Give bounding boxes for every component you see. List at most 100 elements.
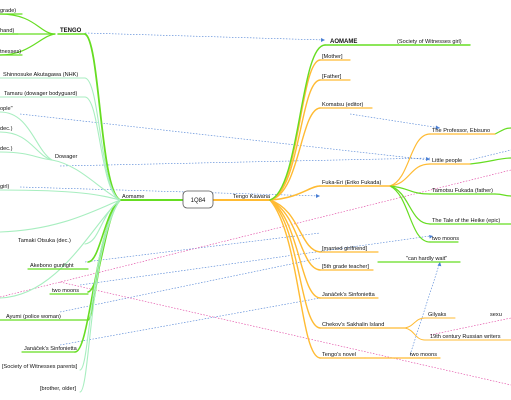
aomame-branch-light bbox=[0, 77, 121, 393]
node-fukaeri[interactable]: Fuka-Eri (Eriko Fukada) bbox=[322, 180, 382, 186]
link-littlepeople-right bbox=[469, 149, 511, 161]
link-akebono-married bbox=[84, 232, 321, 263]
node-hand[interactable]: hand) bbox=[0, 28, 14, 34]
aomame-underlines bbox=[0, 13, 89, 353]
edge-tengo-fukaeri bbox=[269, 185, 321, 201]
node-mother[interactable]: [Mother] bbox=[322, 54, 343, 60]
node-janacek-r[interactable]: Janáček's Sinfonietta bbox=[322, 292, 376, 298]
node-akebono[interactable]: Akebono gunfight bbox=[30, 263, 74, 269]
branch-aomame-label[interactable]: Aomame bbox=[122, 194, 144, 200]
edge-aomame-left2 bbox=[0, 199, 121, 299]
link-twomoons-twomoons bbox=[79, 235, 431, 286]
node-society-parents[interactable]: [Society of Witnesses parents] bbox=[2, 364, 78, 370]
edge-ebisuno-right bbox=[494, 127, 511, 135]
edge-aomame-left1 bbox=[0, 199, 121, 233]
edge-fukaeri-heike bbox=[389, 185, 431, 225]
node-tamaru[interactable]: Tamaru (dowager bodyguard) bbox=[4, 91, 78, 97]
tengo-branch-green bbox=[389, 127, 511, 243]
edge-tengo-chekov bbox=[269, 199, 321, 329]
edge-fukaeri-littlepeople bbox=[389, 163, 431, 187]
link-pink-3 bbox=[429, 317, 511, 336]
edge-aomame-dowager bbox=[51, 159, 121, 201]
edge-tengo-janacek bbox=[269, 199, 321, 299]
link-ayumi-teacher bbox=[59, 257, 321, 313]
node-russian[interactable]: 19th century Russian writers bbox=[430, 334, 501, 340]
node-chekov[interactable]: Chekov's Sakhalin Island bbox=[322, 322, 384, 328]
arrowheads bbox=[316, 38, 442, 267]
node-janacek[interactable]: Janáček's Sinfonietta bbox=[24, 346, 78, 352]
edge-dowager-dec1 bbox=[0, 131, 53, 161]
edge-tengo-married bbox=[269, 199, 321, 253]
node-little-people[interactable]: Little people bbox=[432, 158, 462, 164]
link-girl-fukaeri bbox=[19, 186, 321, 197]
node-akutagawa[interactable]: Shinnosuke Akutagawa (NHK) bbox=[3, 72, 78, 78]
arrowhead-ebisuno bbox=[435, 125, 440, 130]
node-tengo[interactable]: TENGO bbox=[60, 28, 82, 34]
right-node-labels: AOMAME (Society of Witnesses girl) [Moth… bbox=[322, 39, 502, 358]
edge-tengo-mother bbox=[269, 59, 321, 201]
link-pink-2 bbox=[59, 281, 511, 386]
edge-aomame-brother bbox=[79, 199, 121, 393]
edge-fukaeri-ebisuno bbox=[389, 133, 431, 187]
link-cantwait-novel bbox=[409, 261, 441, 356]
node-ebisuno[interactable]: The Professor, Ebisuno bbox=[432, 128, 490, 134]
node-aomame[interactable]: AOMAME bbox=[330, 39, 357, 45]
edge-dowager-people bbox=[0, 111, 53, 161]
node-teacher[interactable]: [5th grade teacher] bbox=[322, 264, 369, 270]
edge-tengo-teacher bbox=[269, 199, 321, 271]
edge-tamotsu-right bbox=[494, 193, 511, 197]
node-brother[interactable]: [brother, older] bbox=[40, 386, 77, 392]
edge-aomame-twomoons bbox=[87, 199, 121, 293]
center-node-box[interactable] bbox=[182, 190, 214, 209]
node-cant-wait[interactable]: "can hardly wait" bbox=[406, 256, 447, 262]
link-dowager-littlepeople bbox=[59, 157, 431, 167]
node-father[interactable]: [Father] bbox=[322, 74, 342, 80]
edge-tengo-komatsu bbox=[269, 107, 321, 201]
node-married[interactable]: [married girlfriend] bbox=[322, 246, 368, 252]
edge-aomame-girl bbox=[0, 189, 121, 201]
node-tamotsu[interactable]: Tamotsu Fukada (father) bbox=[432, 188, 493, 194]
node-gilyaks[interactable]: Gilyaks bbox=[428, 312, 447, 318]
arrowhead-littlepeople bbox=[426, 157, 430, 161]
node-sexu[interactable]: sexu bbox=[490, 312, 502, 318]
arrowhead-fukaeri bbox=[316, 194, 320, 198]
node-two-moons-r[interactable]: two moons bbox=[432, 236, 459, 242]
edge-chekov-russian bbox=[404, 327, 426, 341]
node-komatsu[interactable]: Komatsu (editor) bbox=[322, 102, 363, 108]
node-tamaki[interactable]: Tamaki Otsuka (dec.) bbox=[18, 238, 71, 244]
node-dec1[interactable]: dec.) bbox=[0, 126, 13, 132]
node-grade[interactable]: grade) bbox=[0, 8, 16, 14]
edge-tengo-father bbox=[269, 79, 321, 201]
center-node-label: 1Q84 bbox=[191, 198, 206, 204]
link-tengo-aomame bbox=[84, 32, 326, 41]
edge-chekov-gilyaks bbox=[404, 317, 426, 329]
cross-links bbox=[0, 32, 511, 386]
branch-tengo-label[interactable]: Tengo Kawana bbox=[233, 194, 271, 200]
tengo-underlines bbox=[319, 44, 511, 359]
node-two-moons-novel[interactable]: two moons bbox=[410, 352, 437, 358]
node-society-girl[interactable]: (Society of Witnesses girl) bbox=[397, 39, 462, 45]
edge-tengo-aomame bbox=[269, 44, 326, 201]
arrowhead-cantwait bbox=[437, 262, 442, 267]
node-dec2[interactable]: dec.) bbox=[0, 146, 13, 152]
edge-aomame-tamaru bbox=[84, 96, 121, 201]
link-janacek-janacek bbox=[59, 297, 321, 346]
node-heike[interactable]: The Tale of the Heike (epic) bbox=[432, 218, 500, 224]
left-node-labels: grade) TENGO hand) tnesses) Shinnosuke A… bbox=[0, 8, 82, 392]
edge-aomame-tengo bbox=[84, 33, 121, 201]
node-witnesses[interactable]: tnesses) bbox=[0, 49, 21, 55]
edge-littlepeople-right bbox=[469, 157, 511, 165]
node-dowager[interactable]: Dowager bbox=[55, 154, 78, 160]
node-girl[interactable]: girl) bbox=[0, 184, 9, 190]
node-two-moons[interactable]: two moons bbox=[52, 288, 79, 294]
arrowhead-twomoons bbox=[429, 235, 433, 239]
tengo-branch-lines bbox=[212, 44, 431, 359]
node-ayumi[interactable]: Ayumi (police woman) bbox=[6, 314, 61, 320]
edge-aomame-society bbox=[79, 199, 121, 371]
edge-dowager-dec2 bbox=[0, 151, 53, 161]
node-people[interactable]: ople" bbox=[0, 106, 13, 112]
edge-fukaeri-twomoons bbox=[389, 185, 431, 243]
node-tengos-novel[interactable]: Tengo's novel bbox=[322, 352, 356, 358]
edge-tengo-novel bbox=[269, 199, 321, 359]
